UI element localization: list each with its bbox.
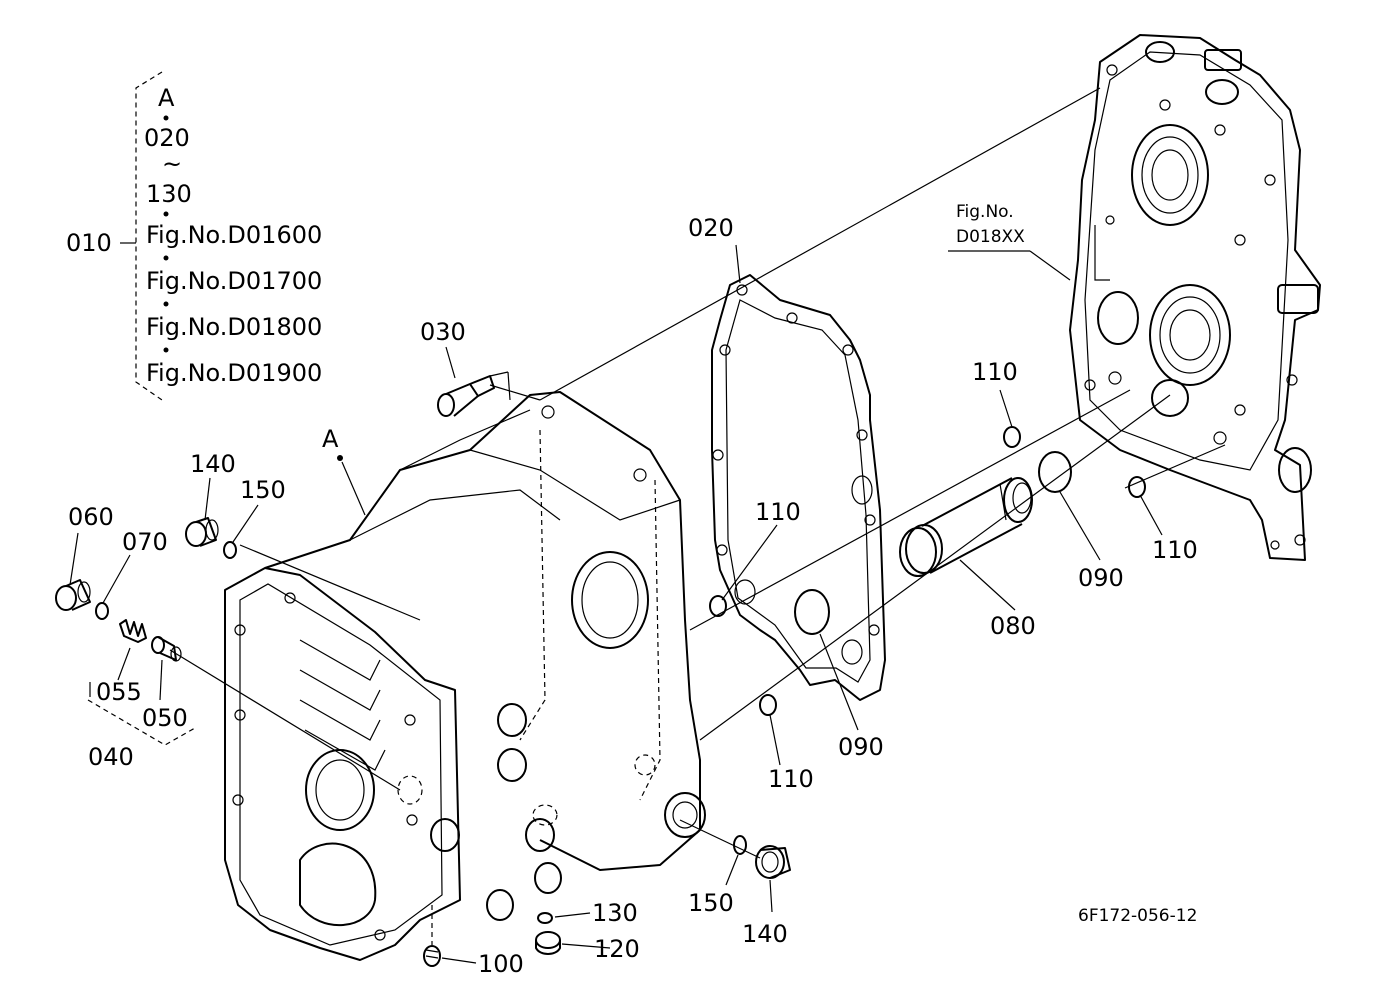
ref-fig-label[interactable]: Fig.No. D018XX [948,202,1071,281]
plug-120[interactable] [535,931,561,955]
callout-140-upper[interactable]: 140 [190,450,236,478]
callout-100[interactable]: 100 [478,950,524,978]
valve-050[interactable] [151,636,182,662]
seal-070[interactable] [95,602,109,620]
callout-070[interactable]: 070 [122,528,168,556]
transmission-case[interactable] [224,391,706,961]
leaders [69,244,1163,964]
callout-060[interactable]: 060 [68,503,114,531]
seal-130[interactable] [537,912,553,924]
bracket-fig-d01700[interactable]: Fig.No.D01700 [146,267,322,295]
callout-040[interactable]: 040 [88,743,134,771]
seal-150-upper[interactable] [223,541,237,559]
ref-point-a: A [322,425,366,516]
callout-150-upper[interactable]: 150 [240,476,286,504]
o-ring-110-a[interactable] [709,595,727,617]
callout-110-b[interactable]: 110 [768,765,814,793]
bracket-fig-d01600[interactable]: Fig.No.D01600 [146,221,322,249]
rear-plate[interactable] [1069,34,1321,561]
callout-055[interactable]: 055 [96,678,142,706]
gasket-020[interactable] [711,274,886,701]
ref-point-label: A [322,425,339,453]
callout-130[interactable]: 130 [592,899,638,927]
callout-150-lower[interactable]: 150 [688,889,734,917]
callouts: 020 030 040 050 055 060 070 080 090 090 … [68,214,1198,978]
assembly-lines [169,87,1226,859]
callout-110-a[interactable]: 110 [755,498,801,526]
plug-100[interactable] [423,905,441,967]
o-ring-110-d[interactable] [1128,476,1146,498]
pipe-080[interactable] [899,477,1033,577]
group-040-bracket [87,647,196,746]
svg-text:Fig.No.: Fig.No. [956,202,1014,222]
callout-110-c[interactable]: 110 [972,358,1018,386]
svg-text:D018XX: D018XX [956,227,1025,247]
group-bracket: 010 A 020 ~ 130 Fig.No.D01600 Fig.No.D01… [66,71,322,401]
o-ring-090-front[interactable] [794,589,830,635]
spring-055[interactable] [119,619,147,643]
callout-110-d[interactable]: 110 [1152,536,1198,564]
o-ring-090-rear[interactable] [1038,451,1072,493]
callout-090-rear[interactable]: 090 [1078,564,1124,592]
o-ring-110-b[interactable] [759,694,777,716]
plug-030[interactable] [437,371,511,417]
plug-140-lower[interactable] [755,845,791,879]
plug-060[interactable] [55,579,91,611]
bracket-line-tilde: ~ [162,150,182,178]
callout-140-lower[interactable]: 140 [742,920,788,948]
bracket-fig-d01800[interactable]: Fig.No.D01800 [146,313,322,341]
bracket-line-a: A [158,84,175,112]
callout-030[interactable]: 030 [420,318,466,346]
plug-140-upper[interactable] [185,517,219,547]
callout-080[interactable]: 080 [990,612,1036,640]
callout-120[interactable]: 120 [594,935,640,963]
bracket-line-130: 130 [146,180,192,208]
o-ring-110-c[interactable] [1003,426,1021,448]
seal-150-lower[interactable] [733,835,747,855]
callout-090-front[interactable]: 090 [838,733,884,761]
bracket-line-020: 020 [144,124,190,152]
callout-020[interactable]: 020 [688,214,734,242]
bracket-fig-d01900[interactable]: Fig.No.D01900 [146,359,322,387]
callout-050[interactable]: 050 [142,704,188,732]
callout-010[interactable]: 010 [66,229,112,257]
drawing-code: 6F172-056-12 [1078,906,1197,926]
